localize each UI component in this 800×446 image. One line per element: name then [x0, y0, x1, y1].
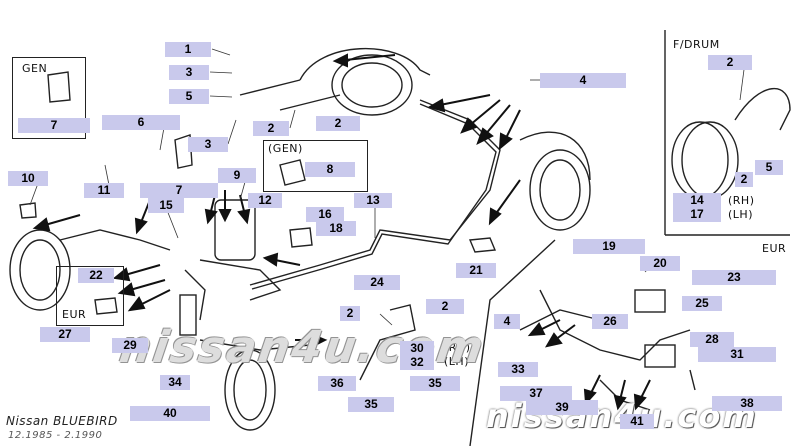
rear-disc-left [9, 229, 71, 311]
callout-5[interactable]: 5 [169, 89, 209, 104]
callout-3[interactable]: 3 [169, 65, 209, 80]
callout-16[interactable]: 16 [306, 207, 344, 222]
eur-valve [634, 289, 666, 313]
callout-36[interactable]: 36 [318, 376, 356, 391]
callout-4[interactable]: 4 [540, 73, 626, 88]
callout-41[interactable]: 41 [620, 414, 654, 429]
callout-11[interactable]: 11 [84, 183, 124, 198]
callout-19[interactable]: 19 [573, 239, 645, 254]
callout-9[interactable]: 9 [218, 168, 256, 183]
callout-23[interactable]: 23 [692, 270, 776, 285]
callout-7[interactable]: 7 [18, 118, 90, 133]
callout-6[interactable]: 6 [102, 115, 180, 130]
callout-35[interactable]: 35 [410, 376, 460, 391]
callout-37[interactable]: 37 [500, 386, 572, 401]
eur-inset-label: EUR [62, 308, 87, 321]
callout-24[interactable]: 24 [354, 275, 400, 290]
callout-28[interactable]: 28 [690, 332, 734, 347]
model-dates: 12.1985 - 2.1990 [8, 430, 103, 441]
callout-2[interactable]: 2 [253, 121, 289, 136]
drum-wheel [671, 121, 729, 199]
callout-33[interactable]: 33 [498, 362, 538, 377]
rh-label-2: (RH) [444, 341, 471, 354]
callout-13[interactable]: 13 [354, 193, 392, 208]
callout-2[interactable]: 2 [426, 299, 464, 314]
bracket-7 [174, 134, 193, 169]
callout-8[interactable]: 8 [305, 162, 355, 177]
valve-block [179, 294, 197, 336]
callout-32[interactable]: 32 [400, 355, 434, 370]
callout-2[interactable]: 2 [735, 172, 753, 187]
callout-30[interactable]: 30 [400, 341, 434, 356]
model-title: Nissan BLUEBIRD [6, 414, 118, 428]
callout-7[interactable]: 7 [140, 183, 218, 198]
callout-2[interactable]: 2 [340, 306, 360, 321]
arrows [32, 53, 651, 411]
f-drum-label: F/DRUM [673, 38, 720, 51]
callout-1[interactable]: 1 [165, 42, 211, 57]
bracket-21 [468, 237, 497, 253]
callout-12[interactable]: 12 [248, 193, 282, 208]
gen-box-label: (GEN) [268, 142, 303, 155]
callout-14[interactable]: 14 [673, 193, 721, 208]
callout-3[interactable]: 3 [188, 137, 228, 152]
lh-label-2: (LH) [444, 355, 469, 368]
rear-hose [359, 304, 416, 381]
callout-39[interactable]: 39 [526, 400, 598, 415]
callout-15[interactable]: 15 [148, 198, 184, 213]
callout-27[interactable]: 27 [40, 327, 90, 342]
lh-label-1: (LH) [728, 208, 753, 221]
callout-26[interactable]: 26 [592, 314, 628, 329]
bracket-8 [279, 159, 306, 186]
callout-5[interactable]: 5 [755, 160, 783, 175]
callout-31[interactable]: 31 [698, 347, 776, 362]
callout-34[interactable]: 34 [160, 375, 190, 390]
callout-10[interactable]: 10 [8, 171, 48, 186]
callout-35[interactable]: 35 [348, 397, 394, 412]
callout-2[interactable]: 2 [316, 116, 360, 131]
callout-20[interactable]: 20 [640, 256, 680, 271]
master-cylinder [214, 199, 256, 261]
front-disc-top [331, 54, 413, 116]
callout-40[interactable]: 40 [130, 406, 210, 421]
rh-label-1: (RH) [728, 194, 755, 207]
callout-17[interactable]: 17 [673, 207, 721, 222]
rear-disc-center [224, 349, 276, 431]
eur-label: EUR [762, 242, 787, 255]
gen-inset-box [12, 57, 86, 139]
front-disc-right [529, 149, 591, 231]
callout-25[interactable]: 25 [682, 296, 722, 311]
front-hose-top [299, 47, 431, 81]
callout-38[interactable]: 38 [712, 396, 782, 411]
bracket-gen-7 [47, 71, 71, 103]
eur-inset-box [56, 266, 124, 326]
callout-21[interactable]: 21 [456, 263, 496, 278]
bracket-22 [94, 297, 118, 315]
callout-2[interactable]: 2 [708, 55, 752, 70]
callout-18[interactable]: 18 [316, 221, 356, 236]
gen-top-label: GEN [22, 62, 48, 75]
callout-22[interactable]: 22 [78, 268, 114, 283]
eur-brake-line [539, 289, 691, 361]
bracket-18 [289, 227, 313, 248]
callout-4[interactable]: 4 [494, 314, 520, 329]
callout-29[interactable]: 29 [112, 338, 148, 353]
gen-box-8 [263, 140, 368, 192]
clip-10 [19, 202, 37, 219]
divider-diagonal [469, 239, 556, 446]
